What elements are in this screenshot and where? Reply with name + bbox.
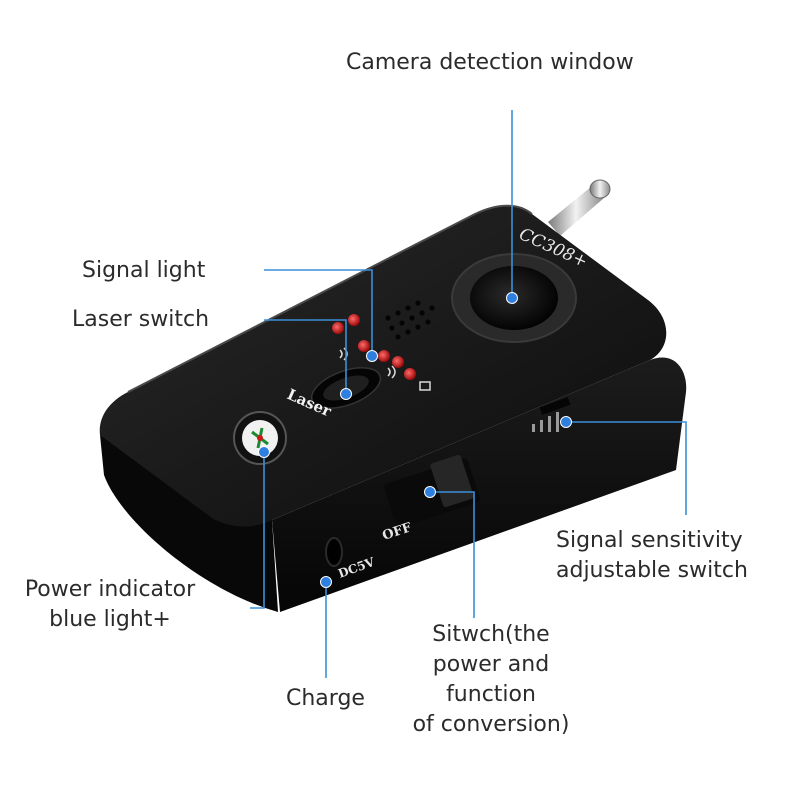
label-signal-light: Signal light: [82, 258, 206, 283]
device-right-side: [272, 357, 687, 612]
dot-camera: [506, 292, 518, 304]
label-laser-switch: Laser switch: [72, 307, 210, 332]
leader-sensitivity: [566, 421, 687, 515]
led: [392, 356, 404, 368]
leader-power: [250, 452, 265, 609]
dot-power: [258, 446, 270, 458]
dot-switch: [424, 486, 436, 498]
label-charge: Charge: [286, 686, 365, 711]
leader-switch: [430, 491, 475, 618]
leader-lines: [250, 110, 687, 678]
label-camera-window: Camera detection window: [346, 50, 634, 75]
speaker-grille: [385, 300, 435, 340]
antenna: [548, 179, 611, 236]
led: [378, 350, 390, 362]
dot-sensitivity: [560, 416, 572, 428]
signal-icons: [339, 347, 431, 391]
led: [332, 322, 344, 334]
led: [348, 314, 360, 326]
leader-laser: [264, 319, 347, 394]
led: [358, 340, 370, 352]
device-edge-highlight: [127, 204, 533, 393]
signal-leds: [332, 314, 416, 380]
label-sensitivity: Signal sensitivity adjustable switch: [556, 528, 748, 583]
leader-signal: [264, 269, 373, 356]
compass: [233, 411, 287, 465]
led: [404, 368, 416, 380]
leader-dots: [258, 292, 572, 588]
device-front-side: [100, 435, 278, 612]
dot-signal: [366, 350, 378, 362]
dot-charge: [320, 576, 332, 588]
label-switch: Sitwch(the power and function of convers…: [412, 622, 570, 737]
charge-port: [325, 537, 343, 567]
label-power-indicator: Power indicator blue light+: [24, 577, 196, 632]
dot-laser: [340, 388, 352, 400]
sensitivity-slider: [532, 397, 571, 432]
